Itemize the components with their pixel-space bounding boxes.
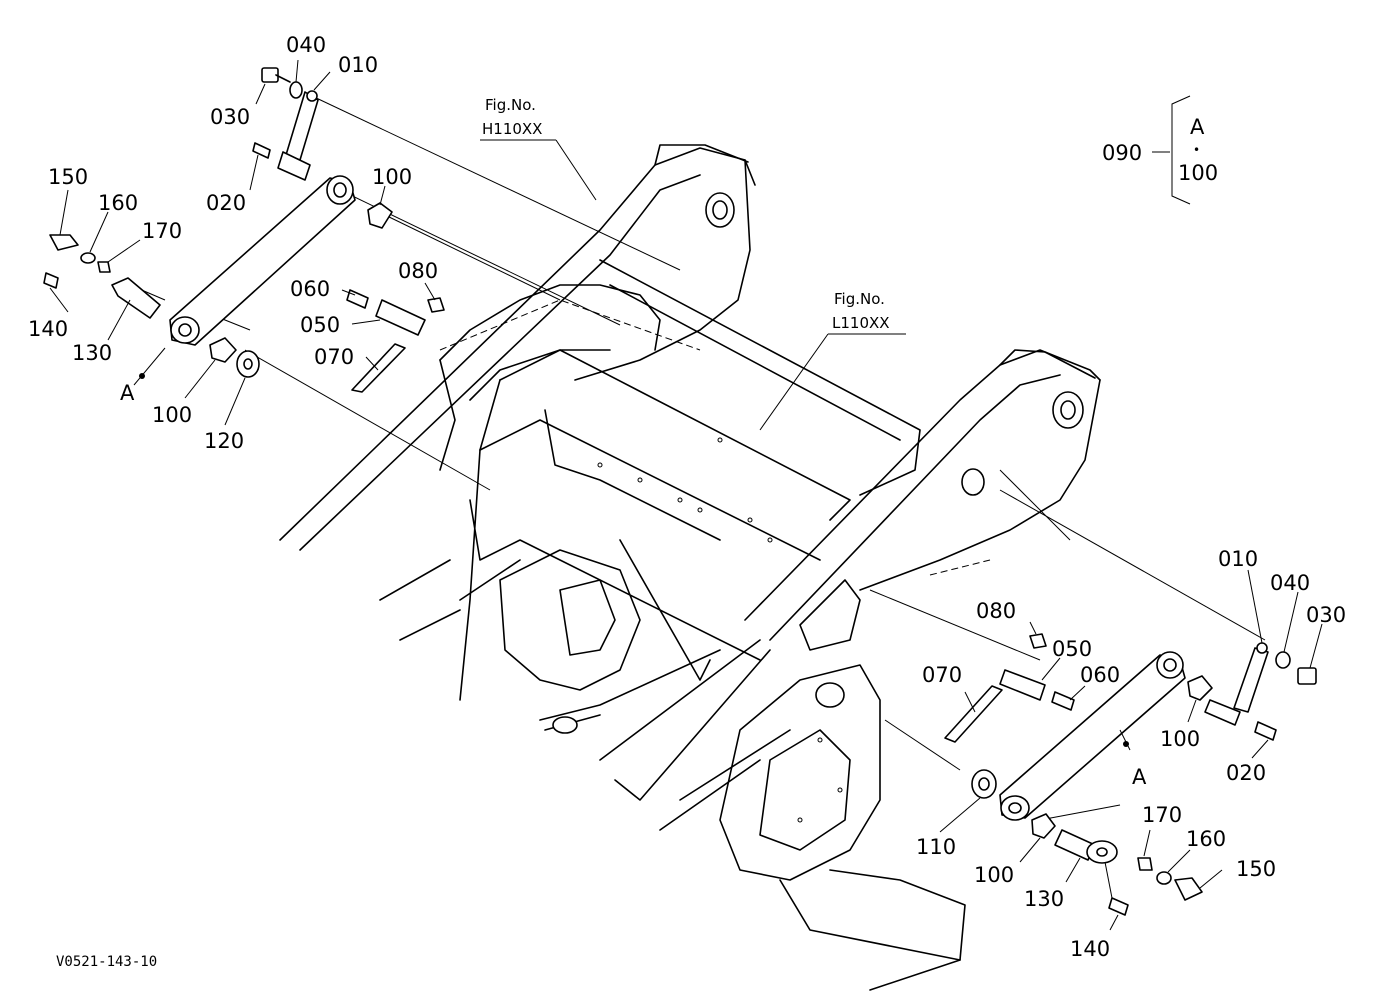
fig-ref-1-line2: H110XX — [482, 120, 542, 138]
label-160-left: 160 — [98, 191, 138, 215]
left-part-labels: 040 010 030 020 100 150 160 170 080 060 … — [28, 33, 438, 453]
washer-040-right — [1275, 651, 1291, 669]
nut-080-left — [427, 297, 445, 313]
label-120-left: 120 — [204, 429, 244, 453]
bushing-100-lower-right — [1031, 813, 1056, 839]
bolt-070-left — [351, 343, 406, 393]
legend-bottom-label: 100 — [1178, 161, 1218, 185]
label-leaders — [49, 59, 1323, 931]
label-140-left: 140 — [28, 317, 68, 341]
washer-110-right — [971, 769, 997, 799]
loader-frame — [279, 144, 1101, 991]
label-170-right: 170 — [1142, 803, 1182, 827]
label-150-left: 150 — [48, 165, 88, 189]
label-030-right: 030 — [1306, 603, 1346, 627]
figure-ref-l110xx: Fig.No. L110XX — [759, 290, 906, 431]
fitting-020-right — [1254, 721, 1277, 741]
legend-dot: • — [1193, 143, 1200, 157]
label-100-lower-right: 100 — [974, 863, 1014, 887]
washer-040-left — [289, 81, 303, 99]
bushing-100-lower-left — [209, 337, 237, 363]
fitting-140-left — [43, 272, 59, 289]
nut-080-right — [1029, 633, 1047, 649]
figure-ref-h110xx: Fig.No. H110XX — [480, 96, 597, 201]
lever-010-left — [285, 91, 319, 161]
pin-130-left — [111, 277, 161, 319]
bolt-150-right — [1174, 877, 1203, 901]
fitting-020-left — [252, 142, 271, 159]
label-010-right: 010 — [1218, 547, 1258, 571]
legend-090: 090 A • 100 — [1102, 95, 1218, 205]
label-040-right: 040 — [1270, 571, 1310, 595]
left-parts — [43, 67, 445, 393]
label-080-right: 080 — [976, 599, 1016, 623]
legend-top-label: A — [1190, 115, 1205, 139]
label-160-right: 160 — [1186, 827, 1226, 851]
fig-ref-1-line1: Fig.No. — [485, 96, 536, 114]
label-020-left: 020 — [206, 191, 246, 215]
nut-170-right — [1137, 857, 1153, 871]
label-a-right: A — [1132, 765, 1147, 789]
label-100-upper-left: 100 — [372, 165, 412, 189]
label-100-upper-right: 100 — [1160, 727, 1200, 751]
link-arm-left — [169, 177, 356, 346]
bushing-100-upper-left — [367, 202, 393, 229]
label-020-right: 020 — [1226, 761, 1266, 785]
right-parts — [944, 633, 1317, 916]
label-a-left: A — [120, 381, 135, 405]
label-130-right: 130 — [1024, 887, 1064, 911]
bushing-100-upper-right — [1187, 675, 1213, 701]
label-030-left: 030 — [210, 105, 250, 129]
lever-010-right — [1233, 647, 1269, 713]
bolt-070-right — [944, 685, 1003, 743]
fig-ref-2-line1: Fig.No. — [834, 290, 885, 308]
label-140-right: 140 — [1070, 937, 1110, 961]
label-050-left: 050 — [300, 313, 340, 337]
label-150-right: 150 — [1236, 857, 1276, 881]
label-080-left: 080 — [398, 259, 438, 283]
bolt-150-left — [49, 234, 79, 251]
label-100-lower-left: 100 — [152, 403, 192, 427]
link-arm-right — [999, 654, 1186, 819]
fitting-060-right — [1051, 691, 1075, 711]
bolt-030-right — [1297, 667, 1317, 685]
label-010-left: 010 — [338, 53, 378, 77]
fitting-060-left — [346, 289, 369, 309]
washer-160-right — [1156, 871, 1172, 885]
pin-130-right — [1054, 829, 1096, 861]
pin-050-right — [999, 669, 1046, 701]
bolt-030-left — [261, 67, 291, 83]
label-130-left: 130 — [72, 341, 112, 365]
label-050-right: 050 — [1052, 637, 1092, 661]
label-070-right: 070 — [922, 663, 962, 687]
label-060-left: 060 — [290, 277, 330, 301]
washer-160-left — [80, 252, 96, 264]
fig-ref-2-line2: L110XX — [832, 314, 890, 332]
right-part-labels: 010 040 030 080 050 060 070 100 020 A 11… — [916, 547, 1346, 961]
label-060-right: 060 — [1080, 663, 1120, 687]
pin-050-left — [375, 299, 426, 336]
label-040-left: 040 — [286, 33, 326, 57]
fitting-140-right — [1108, 897, 1129, 916]
label-070-left: 070 — [314, 345, 354, 369]
frame-holes — [597, 437, 843, 823]
drawing-code: V0521-143-10 — [56, 954, 157, 970]
label-110-right: 110 — [916, 835, 956, 859]
label-170-left: 170 — [142, 219, 182, 243]
legend-ref-label: 090 — [1102, 141, 1142, 165]
washer-120-left — [236, 350, 260, 378]
nut-170-left — [97, 261, 111, 273]
